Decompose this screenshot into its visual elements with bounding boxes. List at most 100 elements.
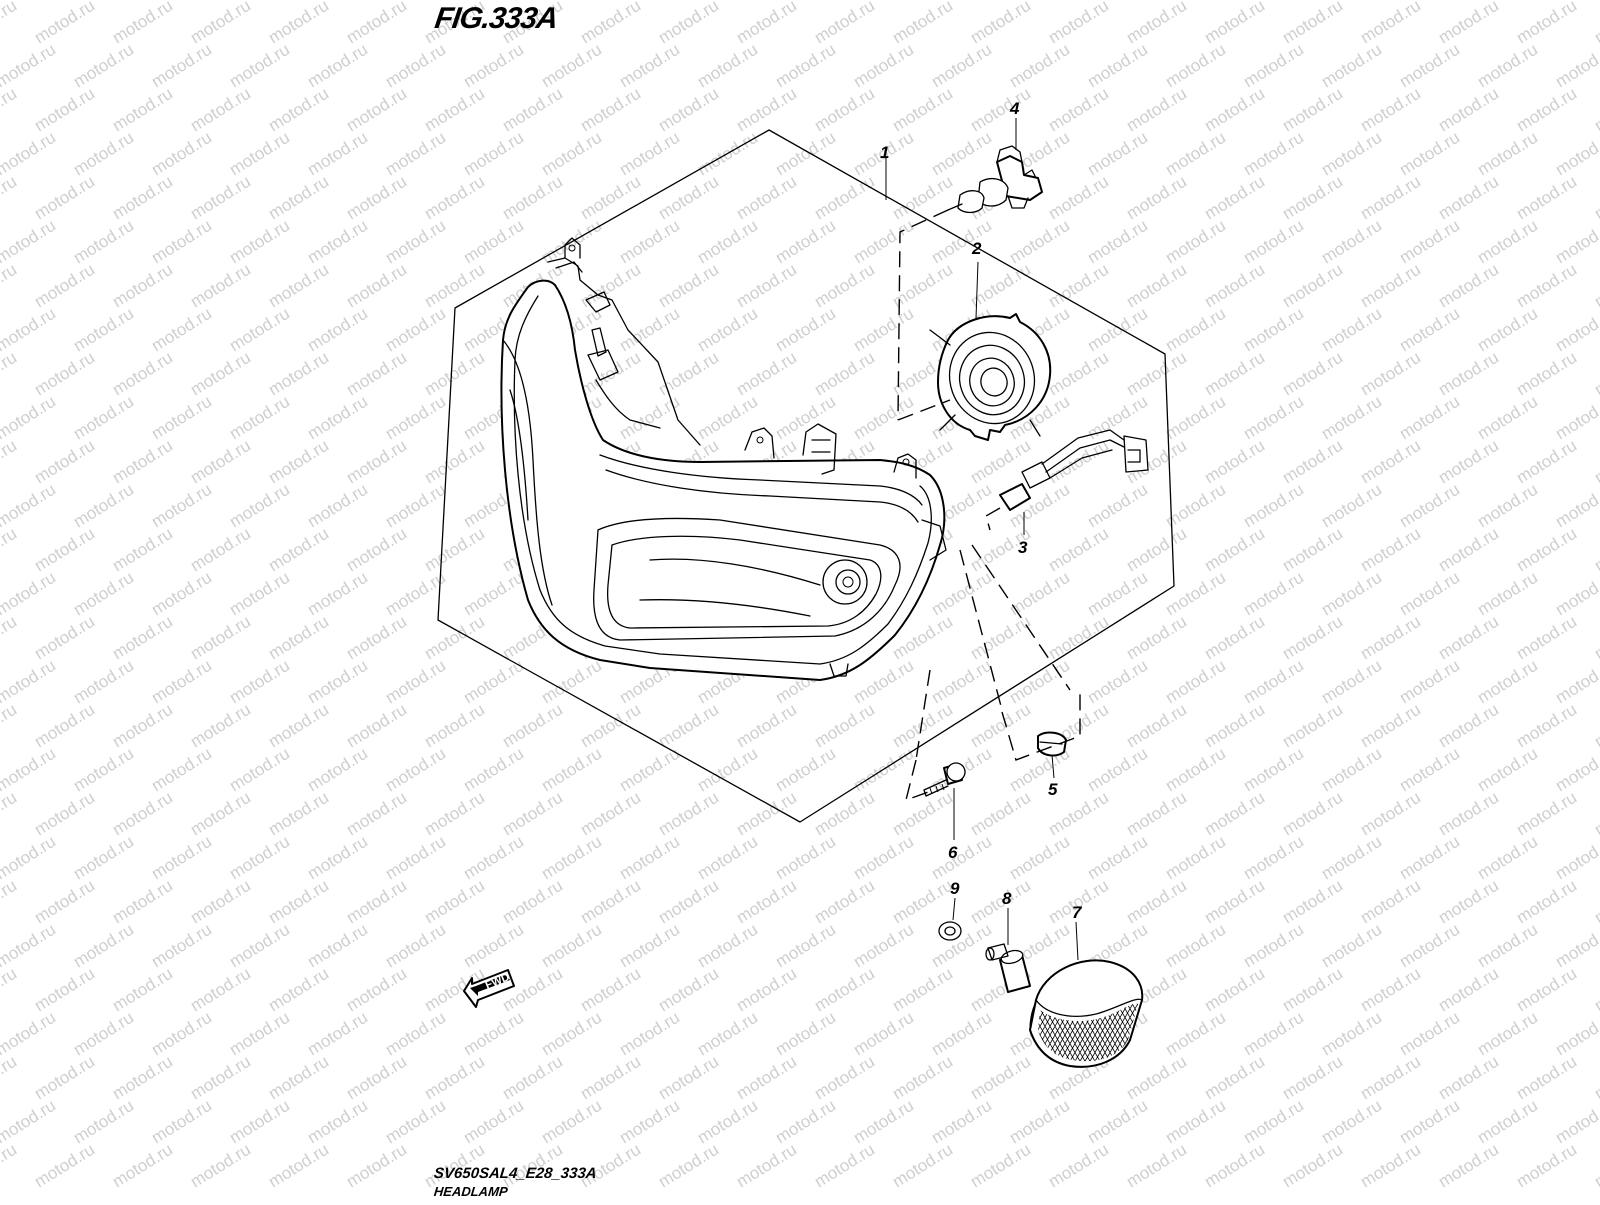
watermark-text: motod.ru [1357, 700, 1424, 752]
watermark-text: motod.ru [148, 40, 215, 92]
watermark-text: motod.ru [1279, 348, 1346, 400]
watermark-text: motod.ru [577, 788, 644, 840]
watermark-text: motod.ru [1474, 304, 1541, 356]
watermark-text: motod.ru [1435, 84, 1502, 136]
watermark-text: motod.ru [304, 656, 371, 708]
watermark-text: motod.ru [1435, 1052, 1502, 1104]
watermark-text: motod.ru [1435, 348, 1502, 400]
watermark-text: motod.ru [889, 1140, 956, 1192]
watermark-text: motod.ru [1201, 172, 1268, 224]
position-bulb[interactable] [1037, 731, 1067, 757]
watermark-text: motod.ru [1045, 348, 1112, 400]
model-code: SV650SAL4_E28_333A [433, 1165, 598, 1182]
watermark-text: motod.ru [811, 348, 878, 400]
watermark-text: motod.ru [31, 1052, 98, 1104]
watermark-text: motod.ru [70, 392, 137, 444]
figure-name: HEADLAMP [433, 1184, 509, 1199]
watermark-text: motod.ru [421, 612, 488, 664]
watermark-text: motod.ru [31, 524, 98, 576]
watermark-text: motod.ru [0, 260, 20, 312]
watermark-text: motod.ru [70, 656, 137, 708]
watermark-text: motod.ru [0, 172, 20, 224]
watermark-text: motod.ru [1552, 392, 1600, 444]
watermark-text: motod.ru [109, 1052, 176, 1104]
washer[interactable] [938, 921, 962, 941]
watermark-text: motod.ru [148, 392, 215, 444]
watermark-text: motod.ru [577, 964, 644, 1016]
watermark-text: motod.ru [382, 1008, 449, 1060]
watermark-text: motod.ru [265, 524, 332, 576]
watermark-text: motod.ru [460, 1096, 527, 1148]
headlamp-housing[interactable] [500, 237, 947, 681]
watermark-text: motod.ru [0, 1052, 20, 1104]
watermark-text: motod.ru [70, 1096, 137, 1148]
watermark-text: motod.ru [1552, 920, 1600, 972]
position-light-socket[interactable] [999, 429, 1149, 511]
watermark-text: motod.ru [1084, 1096, 1151, 1148]
watermark-text: motod.ru [928, 1008, 995, 1060]
watermark-text: motod.ru [1201, 1140, 1268, 1192]
watermark-text: motod.ru [928, 656, 995, 708]
watermark-text: motod.ru [1435, 0, 1502, 47]
watermark-text: motod.ru [1552, 744, 1600, 796]
watermark-text: motod.ru [382, 656, 449, 708]
watermark-text: motod.ru [1201, 700, 1268, 752]
watermark-text: motod.ru [343, 172, 410, 224]
spacer[interactable] [985, 943, 1031, 993]
watermark-text: motod.ru [1474, 40, 1541, 92]
socket-cover[interactable] [929, 313, 1052, 441]
watermark-text: motod.ru [655, 348, 722, 400]
watermark-text: motod.ru [304, 40, 371, 92]
watermark-text: motod.ru [421, 436, 488, 488]
mesh-line [1124, 1003, 1138, 1062]
watermark-text: motod.ru [421, 1052, 488, 1104]
watermark-text: motod.ru [889, 700, 956, 752]
watermark-text: motod.ru [1123, 172, 1190, 224]
watermark-text: motod.ru [655, 700, 722, 752]
watermark-text: motod.ru [1357, 436, 1424, 488]
watermark-text: motod.ru [733, 0, 800, 47]
watermark-text: motod.ru [538, 1096, 605, 1148]
watermark-text: motod.ru [460, 1008, 527, 1060]
watermark-text: motod.ru [1591, 876, 1600, 928]
watermark-text: motod.ru [304, 304, 371, 356]
watermark-text: motod.ru [1084, 40, 1151, 92]
watermark-text: motod.ru [382, 128, 449, 180]
watermark-text: motod.ru [1084, 480, 1151, 532]
watermark-text: motod.ru [265, 612, 332, 664]
watermark-text: motod.ru [1279, 0, 1346, 47]
callout-5: 5 [1048, 780, 1058, 799]
watermark-text: motod.ru [187, 260, 254, 312]
watermark-text: motod.ru [1474, 128, 1541, 180]
watermark-text: motod.ru [460, 744, 527, 796]
watermark-text: motod.ru [655, 1052, 722, 1104]
watermark-text: motod.ru [850, 832, 917, 884]
watermark-text: motod.ru [1435, 788, 1502, 840]
watermark-text: motod.ru [0, 0, 20, 47]
watermark-text: motod.ru [577, 0, 644, 47]
watermark-text: motod.ru [811, 1140, 878, 1192]
watermark-text: motod.ru [187, 524, 254, 576]
screw[interactable] [923, 762, 966, 797]
watermark-text: motod.ru [0, 788, 20, 840]
watermark-text: motod.ru [382, 1096, 449, 1148]
watermark-text: motod.ru [343, 788, 410, 840]
watermark-text: motod.ru [1357, 1052, 1424, 1104]
watermark-text: motod.ru [421, 700, 488, 752]
watermark-text: motod.ru [733, 172, 800, 224]
mesh-line [1089, 1003, 1131, 1062]
headlamp-bulb[interactable] [947, 145, 1043, 214]
leader-lines [885, 118, 1081, 961]
watermark-text: motod.ru [109, 348, 176, 400]
watermark-text: motod.ru [70, 744, 137, 796]
watermark-text: motod.ru [1240, 40, 1307, 92]
watermark-text: motod.ru [265, 1140, 332, 1192]
watermark-text: motod.ru [1240, 1096, 1307, 1148]
watermark-text: motod.ru [1279, 788, 1346, 840]
watermark-text: motod.ru [70, 1008, 137, 1060]
watermark-text: motod.ru [1591, 964, 1600, 1016]
watermark-text: motod.ru [1591, 788, 1600, 840]
watermark-text: motod.ru [694, 40, 761, 92]
watermark-text: motod.ru [1279, 876, 1346, 928]
watermark-text: motod.ru [1162, 656, 1229, 708]
